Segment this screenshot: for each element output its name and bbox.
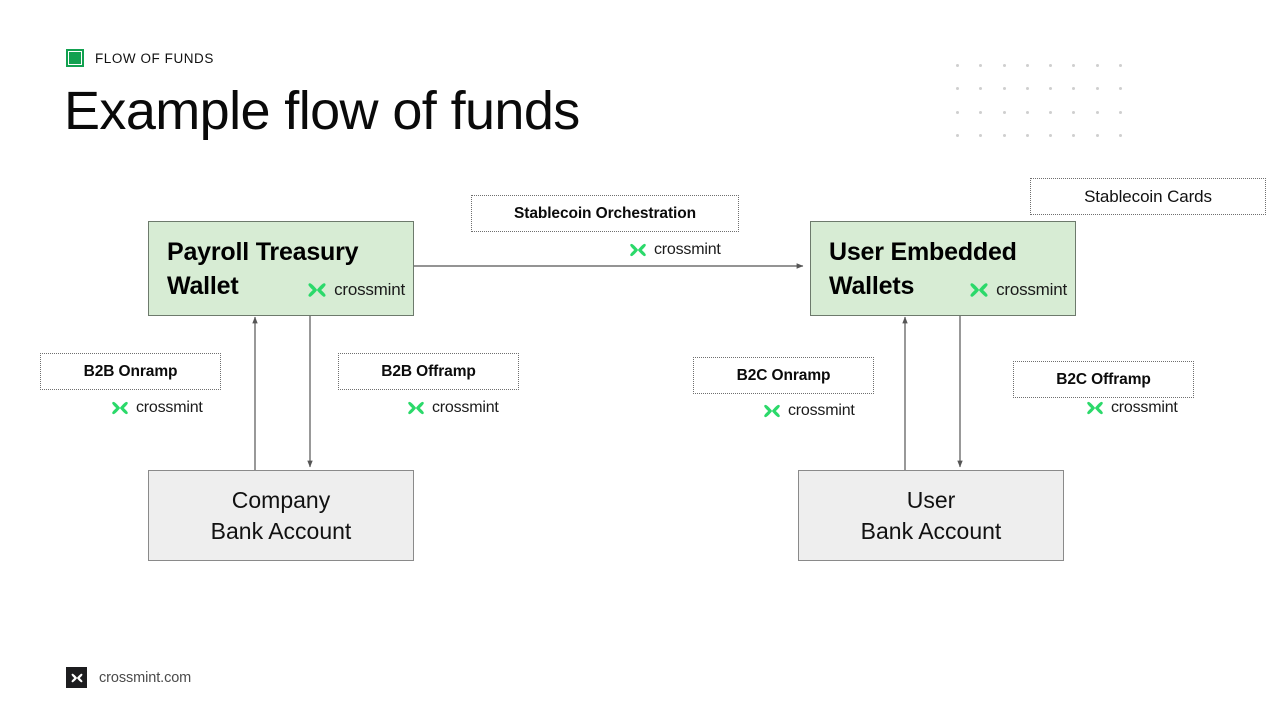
decorative-dot-grid (956, 64, 1142, 157)
node-user-bank-account[interactable]: User Bank Account (798, 470, 1064, 561)
chip-label: Stablecoin Orchestration (514, 204, 696, 222)
node-title-line1: User Embedded (829, 237, 1017, 266)
node-title-line2: Wallet (167, 271, 239, 300)
crossmint-wordmark: crossmint (654, 241, 721, 258)
chip-vendor-logo-b2b-onramp: crossmint (110, 398, 203, 418)
crossmint-x-icon (308, 282, 326, 297)
eyebrow: FLOW OF FUNDS (66, 49, 214, 67)
chip-stablecoin-cards[interactable]: Stablecoin Cards (1030, 178, 1266, 215)
node-title-line2: Bank Account (860, 517, 1002, 544)
node-company-bank-account[interactable]: Company Bank Account (148, 470, 414, 561)
node-user-embedded-wallets[interactable]: User Embedded Wallets crossmint (810, 221, 1076, 316)
crossmint-x-icon (630, 243, 646, 257)
chip-vendor-logo-b2c-onramp: crossmint (762, 401, 855, 421)
chip-vendor-logo-stablecoin-orchestration: crossmint (628, 240, 721, 260)
chip-b2c-onramp[interactable]: B2C Onramp (693, 357, 874, 394)
chip-label: B2C Offramp (1056, 370, 1151, 388)
crossmint-x-icon (1087, 401, 1103, 415)
footer[interactable]: crossmint.com (66, 667, 191, 688)
page-title: Example flow of funds (64, 81, 580, 141)
crossmint-wordmark: crossmint (432, 399, 499, 416)
crossmint-x-dark-icon (66, 667, 87, 688)
node-title-line2: Wallets (829, 271, 915, 300)
crossmint-x-icon (408, 401, 424, 415)
chip-label: B2B Offramp (381, 362, 476, 380)
chip-label: B2B Onramp (83, 362, 178, 380)
crossmint-wordmark: crossmint (334, 279, 405, 299)
green-square-icon (66, 49, 84, 67)
chip-vendor-logo-b2b-offramp: crossmint (406, 398, 499, 418)
crossmint-wordmark: crossmint (1111, 399, 1178, 416)
chip-b2b-offramp[interactable]: B2B Offramp (338, 353, 519, 390)
crossmint-logo-lockup: crossmint (968, 279, 1075, 303)
chip-stablecoin-orchestration[interactable]: Stablecoin Orchestration (471, 195, 739, 232)
crossmint-x-icon (764, 404, 780, 418)
node-title-line1: Payroll Treasury (167, 237, 359, 266)
crossmint-wordmark: crossmint (788, 402, 855, 419)
crossmint-x-icon (970, 282, 988, 297)
chip-label: B2C Onramp (736, 366, 831, 384)
chip-vendor-logo-b2c-offramp: crossmint (1085, 398, 1178, 418)
node-payroll-treasury-wallet[interactable]: Payroll Treasury Wallet crossmint (148, 221, 414, 316)
node-title-line1: Company (231, 486, 331, 513)
footer-url-label: crossmint.com (99, 669, 192, 686)
crossmint-x-icon (112, 401, 128, 415)
chip-b2b-onramp[interactable]: B2B Onramp (40, 353, 221, 390)
chip-label: Stablecoin Cards (1084, 186, 1212, 206)
node-title-line1: User (906, 486, 956, 513)
node-title-line2: Bank Account (210, 517, 352, 544)
chip-b2c-offramp[interactable]: B2C Offramp (1013, 361, 1194, 398)
crossmint-wordmark: crossmint (996, 279, 1067, 299)
eyebrow-label: FLOW OF FUNDS (95, 50, 214, 66)
crossmint-wordmark: crossmint (136, 399, 203, 416)
crossmint-logo-lockup: crossmint (306, 279, 413, 303)
